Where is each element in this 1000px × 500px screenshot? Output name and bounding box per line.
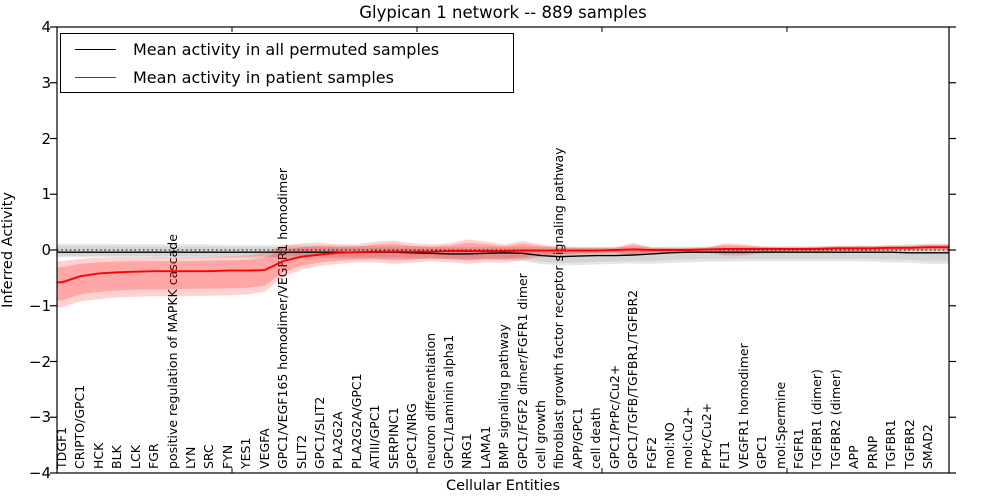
x-tick-label: GPC1/FGF2 dimer/FGFR1 dimer bbox=[514, 273, 530, 469]
x-tick-label: LAMA1 bbox=[477, 425, 493, 469]
legend-item: Mean activity in all permuted samples bbox=[61, 35, 513, 63]
x-tick-label: GPC1/NRG bbox=[404, 403, 420, 469]
x-tick-label: BLK bbox=[109, 445, 125, 469]
y-tick-label: −1 bbox=[28, 296, 51, 315]
x-tick-label: fibroblast growth factor receptor signal… bbox=[551, 147, 567, 469]
x-tick-label: GPC1/VEGF165 homodimer/VEGFR1 homodimer bbox=[275, 167, 291, 469]
x-tick-label: PLA2G2A/GPC1 bbox=[348, 373, 364, 469]
legend-item-label: Mean activity in all permuted samples bbox=[133, 39, 440, 59]
legend-item-label: Mean activity in patient samples bbox=[133, 67, 394, 87]
chart-title: Glypican 1 network -- 889 samples bbox=[359, 3, 647, 22]
x-tick-label: FYN bbox=[219, 444, 235, 469]
legend-line-swatch bbox=[75, 76, 116, 78]
x-tick-label: GPC1/TGFB/TGFBR1/TGFBR2 bbox=[625, 289, 641, 469]
x-tick-label: GPC1/PrPc/Cu2+ bbox=[606, 364, 622, 469]
x-tick-label: VEGFA bbox=[256, 428, 272, 469]
x-tick-label: ATIII/GPC1 bbox=[367, 404, 383, 469]
x-tick-label: PrPc/Cu2+ bbox=[698, 402, 714, 469]
patient-mean-line bbox=[57, 246, 949, 284]
legend-line-swatch bbox=[75, 48, 116, 50]
x-tick-label: YES1 bbox=[238, 437, 254, 469]
y-tick-label: 2 bbox=[41, 129, 51, 148]
y-axis-label: Inferred Activity bbox=[0, 192, 16, 308]
y-tick-label: 3 bbox=[41, 73, 51, 92]
x-tick-label: GPC1/Laminin alpha1 bbox=[440, 334, 456, 469]
x-tick-label: CRIPTO/GPC1 bbox=[72, 384, 88, 469]
y-tick-label: 0 bbox=[41, 241, 51, 259]
y-tick-label: −2 bbox=[28, 352, 51, 371]
y-tick-label: −3 bbox=[28, 408, 51, 427]
x-tick-label: cell death bbox=[588, 407, 604, 469]
x-tick-label: HCK bbox=[90, 442, 106, 469]
x-tick-label: SRC bbox=[201, 444, 217, 469]
y-tick-label: −4 bbox=[28, 464, 51, 482]
y-tick-label: 4 bbox=[41, 18, 51, 36]
x-tick-label: SMAD2 bbox=[920, 424, 935, 469]
x-tick-label: FGFR1 bbox=[791, 428, 807, 469]
x-tick-label: GPC1/SLIT2 bbox=[311, 396, 327, 469]
x-tick-label: TGFBR2 bbox=[901, 419, 917, 469]
patient-band-outer bbox=[57, 239, 949, 308]
x-tick-label: mol:Spermine bbox=[772, 381, 788, 469]
permuted-band-inner bbox=[57, 246, 949, 264]
x-tick-label: BMP signaling pathway bbox=[496, 324, 512, 469]
x-tick-label: positive regulation of MAPKK cascade bbox=[164, 234, 180, 469]
x-tick-label: FGR bbox=[146, 443, 162, 469]
permuted-band-outer bbox=[57, 243, 949, 266]
x-tick-label: NRG1 bbox=[459, 433, 475, 469]
x-tick-label: SLIT2 bbox=[293, 434, 309, 469]
permuted-mean-line bbox=[57, 251, 949, 258]
x-tick-label: TDGF1 bbox=[54, 426, 69, 469]
x-tick-label: VEGFR1 homodimer bbox=[735, 343, 751, 469]
x-tick-label: SERPINC1 bbox=[385, 407, 401, 469]
legend-item: Mean activity in patient samples bbox=[61, 63, 513, 91]
x-tick-label: mol:NO bbox=[662, 422, 678, 469]
patient-band-inner bbox=[57, 242, 949, 301]
x-tick-label: LYN bbox=[182, 446, 198, 469]
x-tick-label: cell growth bbox=[533, 400, 549, 469]
x-tick-label: FGF2 bbox=[643, 436, 659, 469]
x-tick-label: GPC1 bbox=[754, 435, 770, 469]
y-tick-label: 1 bbox=[41, 185, 51, 204]
x-tick-label: PRNP bbox=[864, 435, 880, 469]
x-tick-label: TGFBR1 (dimer) bbox=[809, 369, 825, 469]
x-tick-label: PLA2G2A bbox=[330, 411, 346, 469]
x-tick-label: TGFBR1 bbox=[883, 419, 899, 469]
x-tick-label: neuron differentiation bbox=[422, 332, 438, 469]
x-tick-label: APP/GPC1 bbox=[569, 407, 585, 469]
x-tick-label: TGFBR2 (dimer) bbox=[827, 369, 843, 469]
x-tick-label: mol:Cu2+ bbox=[680, 406, 696, 469]
x-tick-label: LCK bbox=[127, 445, 143, 469]
x-axis-label: Cellular Entities bbox=[445, 478, 561, 494]
x-tick-label: APP bbox=[846, 445, 862, 469]
x-tick-label: FLT1 bbox=[717, 440, 733, 469]
